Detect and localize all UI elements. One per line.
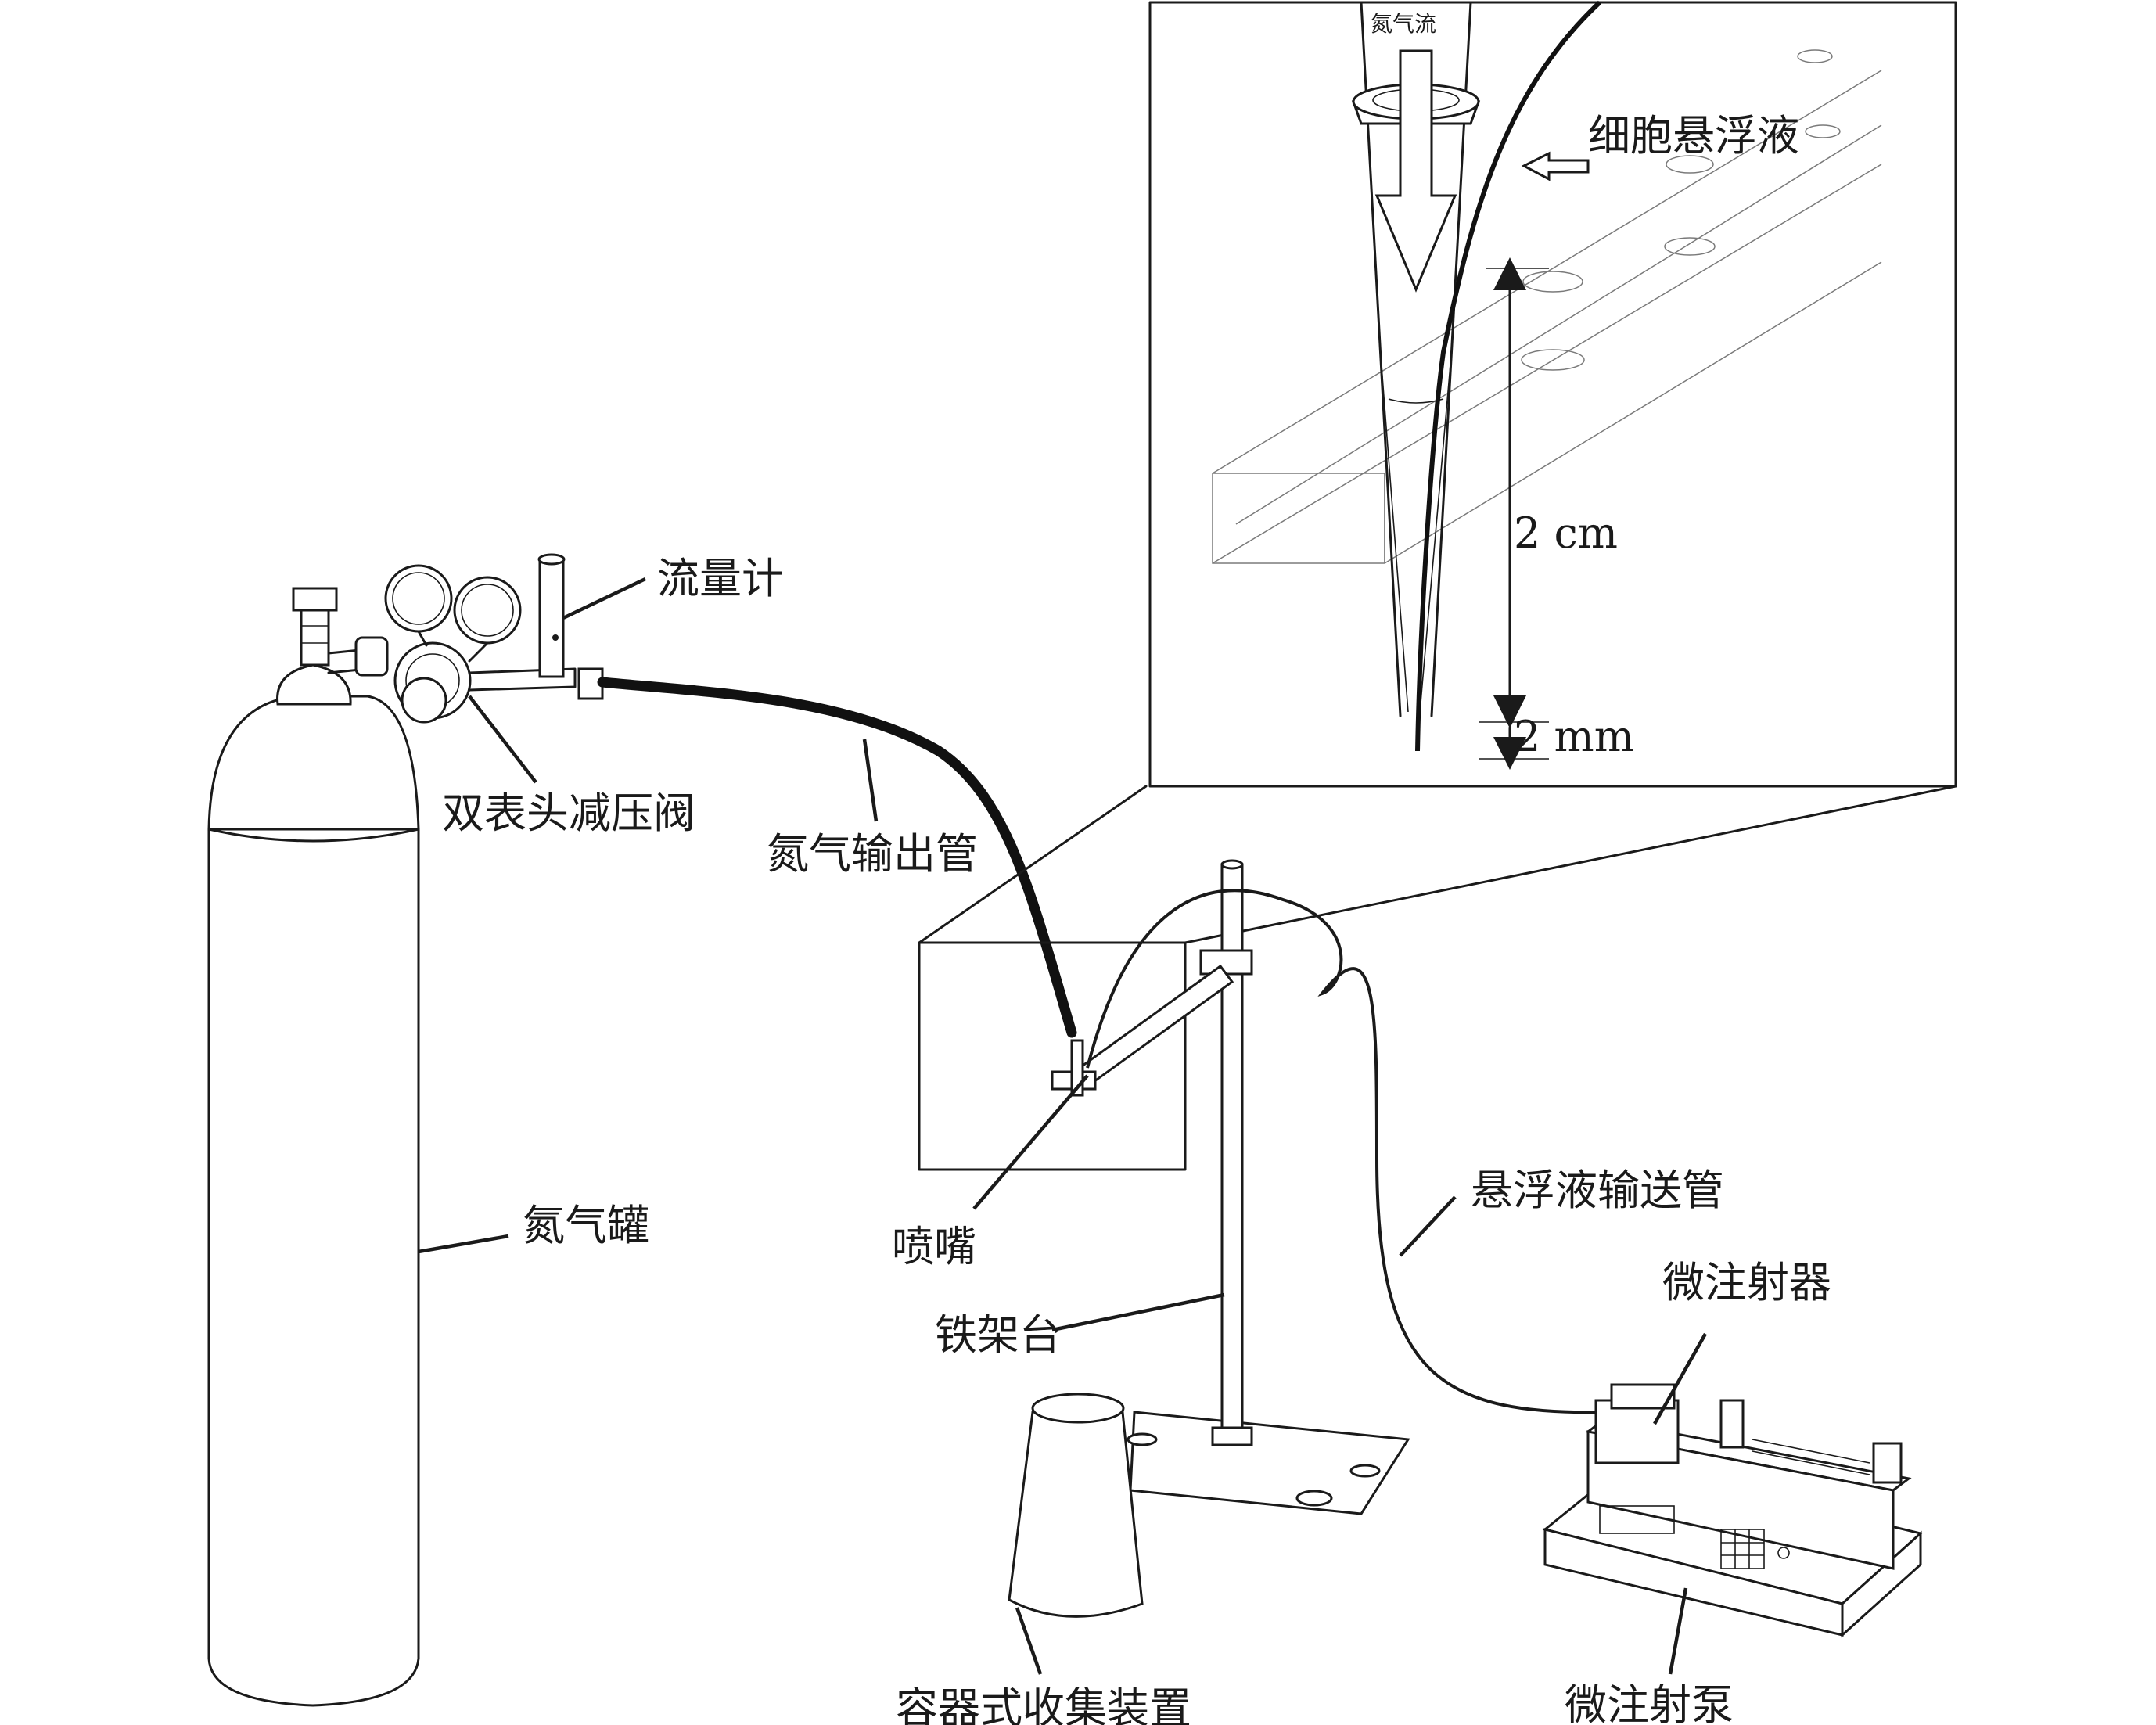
collector-container — [1008, 1393, 1144, 1618]
syringe-pump-label: 微注射泵 — [1565, 1680, 1734, 1725]
collector-label: 容器式收集装置 — [896, 1684, 1191, 1725]
nitrogen-tank — [207, 587, 420, 1707]
nitrogen-flow-label: 氮气流 — [1371, 11, 1436, 37]
dual-gauge-regulator — [327, 564, 577, 724]
suspension-tube-label: 悬浮液输送管 — [1471, 1166, 1724, 1215]
suspension-tube — [1086, 889, 1612, 1414]
nitrogen-hose — [597, 677, 1077, 1038]
micro-syringe-label: 微注射器 — [1662, 1258, 1831, 1307]
regulator-label: 双表头减压阀 — [442, 789, 695, 838]
detail-inset — [1148, 0, 1957, 788]
flowmeter-label: 流量计 — [657, 554, 784, 603]
flowmeter — [537, 553, 604, 700]
syringe-pump — [1542, 1383, 1924, 1638]
distance-2cm-label: 2 cm — [1514, 509, 1618, 558]
nozzle-label: 喷嘴 — [892, 1222, 976, 1271]
nitrogen-hose-label: 氮气输出管 — [767, 829, 978, 879]
cell-suspension-label: 细胞悬浮液 — [1588, 111, 1799, 160]
distance-2mm-label: 2 mm — [1514, 712, 1634, 761]
leader-lines — [418, 577, 1707, 1675]
iron-stand-label: 铁架台 — [935, 1310, 1062, 1360]
iron-stand — [1051, 859, 1410, 1515]
nitrogen-tank-label: 氮气罐 — [523, 1201, 649, 1250]
nozzle-region-box — [918, 785, 1957, 1171]
